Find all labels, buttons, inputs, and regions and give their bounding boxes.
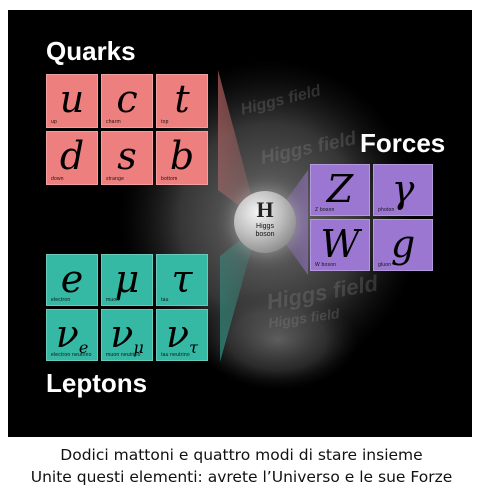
lepton-electron: e electron [46, 254, 98, 306]
lepton-tau: τ tau [156, 254, 208, 306]
quark-symbol: d [59, 134, 85, 178]
quark-name: up [51, 119, 57, 125]
lepton-symbol: τ [171, 257, 193, 301]
lepton-name: tau neutrino [161, 352, 190, 358]
force-symbol: Z [326, 167, 354, 211]
lepton-beam [220, 226, 258, 362]
quark-strange: s strange [101, 131, 153, 185]
lepton-name: electron [51, 297, 71, 303]
force-symbol: γ [391, 167, 415, 211]
lepton-subscript: e [78, 338, 89, 357]
lepton-name: electron neutrino [51, 352, 92, 358]
lepton-subscript: τ [189, 338, 198, 357]
quark-symbol: c [116, 77, 138, 121]
quark-name: top [161, 119, 169, 125]
lepton-electron-neutrino: νe electron neutrino [46, 309, 98, 361]
force-symbol: g [390, 222, 416, 266]
lepton-name: tau [161, 297, 169, 303]
quark-symbol: b [169, 134, 195, 178]
lepton-symbol: ν [55, 312, 79, 356]
force-name: photon [378, 207, 395, 213]
lepton-muon-neutrino: νμ muon neutrino [101, 309, 153, 361]
leptons-grid: e electron μ muon τ tau νe electron neut… [46, 254, 208, 361]
lepton-name: muon [106, 297, 120, 303]
quark-name: charm [106, 119, 121, 125]
force-gluon: g gluon [373, 219, 433, 271]
quark-bottom: b bottom [156, 131, 208, 185]
quark-symbol: s [117, 134, 137, 178]
lepton-symbol: μ [114, 257, 140, 301]
caption-line-1: Dodici mattoni e quattro modi di stare i… [60, 446, 423, 464]
force-w-boson: W W boson [310, 219, 370, 271]
force-name: gluon [378, 262, 392, 268]
quark-name: bottom [161, 176, 178, 182]
quarks-grid: u up c charm t top d down s strange b bo… [46, 74, 208, 185]
force-name: Z boson [315, 207, 335, 213]
leptons-title: Leptons [46, 368, 148, 398]
standard-model-diagram: Higgs field Higgs field Higgs field Higg… [8, 10, 472, 437]
quark-down: d down [46, 131, 98, 185]
force-photon: γ photon [373, 164, 433, 216]
forces-title: Forces [360, 128, 446, 158]
lepton-tau-neutrino: ντ tau neutrino [156, 309, 208, 361]
lepton-muon: μ muon [101, 254, 153, 306]
quarks-title: Quarks [46, 36, 136, 66]
lepton-symbol: ν [110, 312, 134, 356]
caption-line-2: Unite questi elementi: avrete l’Universo… [30, 468, 453, 486]
force-symbol: W [320, 222, 360, 266]
higgs-name: Higgs boson [255, 223, 275, 238]
higgs-boson: H Higgs boson [234, 191, 296, 253]
lepton-symbol: e [60, 257, 84, 301]
lepton-symbol: ν [166, 312, 190, 356]
force-z-boson: Z Z boson [310, 164, 370, 216]
quark-symbol: u [59, 77, 85, 121]
lepton-name: muon neutrino [106, 352, 141, 358]
quark-top: t top [156, 74, 208, 128]
force-name: W boson [315, 262, 337, 268]
lepton-subscript: μ [133, 338, 144, 357]
quark-up: u up [46, 74, 98, 128]
quark-symbol: t [174, 77, 190, 121]
quark-name: strange [106, 176, 125, 182]
forces-grid: Z Z boson γ photon W W boson g gluon [310, 164, 433, 271]
quark-beam [218, 70, 258, 220]
higgs-symbol: H [256, 197, 274, 222]
quark-charm: c charm [101, 74, 153, 128]
field-cloud-lower [198, 290, 358, 390]
quark-name: down [51, 176, 64, 182]
